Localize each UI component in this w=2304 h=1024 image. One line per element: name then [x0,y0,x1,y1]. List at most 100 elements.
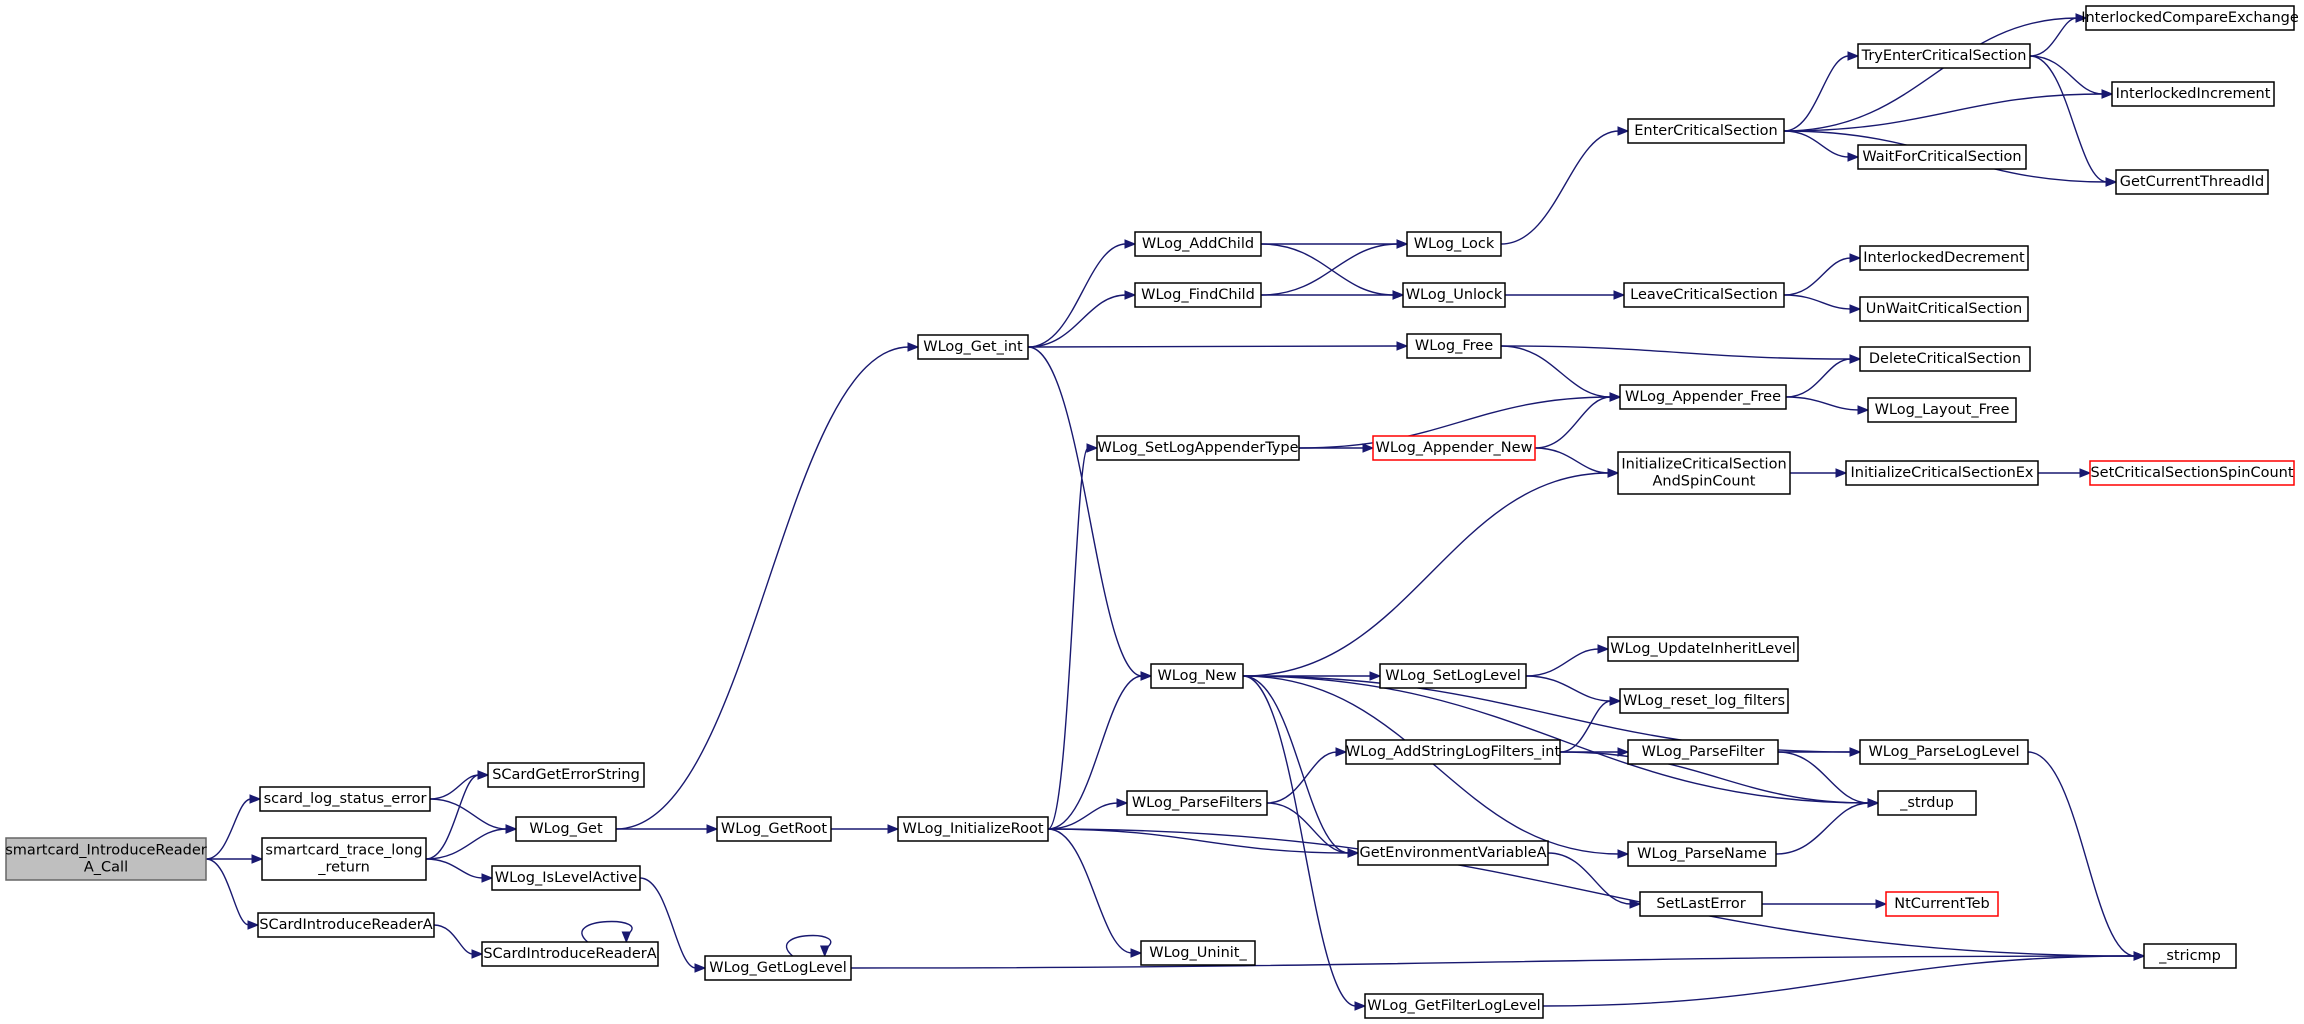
arrowhead-TryEnterCriticalSection-to-InterlockedCompareExchange [2075,13,2088,23]
node-box [2143,943,2237,969]
node-SetLastError[interactable]: SetLastError [1639,891,1763,917]
node-smartcard_trace_long_return[interactable]: smartcard_trace_long_return [261,837,427,881]
node-NtCurrentTeb[interactable]: NtCurrentTeb [1885,891,1999,917]
arrowhead-WLog_AddStringLogFilters_int-to-WLog_ParseFilter [1617,747,1630,757]
node-box [2111,81,2275,107]
arrowhead-WLog_IsLevelActive-to-WLog_GetLogLevel [694,963,707,973]
edge-TryEnterCriticalSection-to-GetCurrentThreadId [2029,55,2108,183]
node-box [481,941,659,967]
node-SetCriticalSectionSpinCount[interactable]: SetCriticalSectionSpinCount [2089,460,2295,486]
arrowhead-WLog_GetRoot-to-WLog_InitializeRoot [887,824,900,834]
node-LeaveCriticalSection[interactable]: LeaveCriticalSection [1623,282,1785,308]
node-label: SCardGetErrorString [492,767,640,783]
node-WLog_Uninit_[interactable]: WLog_Uninit_ [1140,940,1256,966]
node-label: _stricmp [2158,948,2221,964]
node-InterlockedDecrement[interactable]: InterlockedDecrement [1859,245,2029,271]
node-WaitForCriticalSection[interactable]: WaitForCriticalSection [1857,144,2027,170]
arrowhead-WLog_GetLogLevel-to-WLog_GetLogLevel [819,945,830,958]
arrowhead-WLog_ParseLogLevel-to-_stricmp [2133,951,2146,961]
node-label: WLog_New [1157,668,1236,684]
node-box [1617,451,1791,495]
node-WLog_IsLevelActive[interactable]: WLog_IsLevelActive [491,865,641,891]
node-WLog_ParseLogLevel[interactable]: WLog_ParseLogLevel [1859,739,2029,765]
node-WLog_InitializeRoot[interactable]: WLog_InitializeRoot [897,816,1049,842]
arrowhead-SCardIntroduceReaderA_2-to-SCardIntroduceReaderA_2 [621,931,632,944]
node-WLog_GetLogLevel[interactable]: WLog_GetLogLevel [704,955,852,981]
node-GetCurrentThreadId[interactable]: GetCurrentThreadId [2115,169,2269,195]
arrowhead-InitializeCriticalSectionEx-to-SetCriticalSectionSpinCount [2079,468,2092,478]
node-scard_log_status_error[interactable]: scard_log_status_error [259,786,431,812]
node-label: WLog_SetLogAppenderType [1097,440,1298,456]
edge-WLog_InitializeRoot-to-WLog_SetLogAppenderType [1047,447,1089,830]
node-GetEnvironmentVariableA[interactable]: GetEnvironmentVariableA [1357,840,1549,866]
arrowhead-WLog_New-to-WLog_GetFilterLogLevel [1354,1001,1367,1011]
node-WLog_ParseName[interactable]: WLog_ParseName [1627,841,1777,867]
node-WLog_Get_int[interactable]: WLog_Get_int [917,334,1029,360]
arrowhead-WLog_ParseFilters-to-GetEnvironmentVariableA [1347,848,1360,858]
node-WLog_GetRoot[interactable]: WLog_GetRoot [716,816,832,842]
node-EnterCriticalSection[interactable]: EnterCriticalSection [1627,118,1785,144]
node-box [1345,739,1561,765]
node-WLog_Free[interactable]: WLog_Free [1406,333,1502,359]
node-WLog_Appender_Free[interactable]: WLog_Appender_Free [1619,384,1787,410]
node-label: NtCurrentTeb [1894,896,1990,912]
node-WLog_New[interactable]: WLog_New [1150,663,1244,689]
node-InterlockedIncrement[interactable]: InterlockedIncrement [2111,81,2275,107]
node-WLog_Appender_New[interactable]: WLog_Appender_New [1372,435,1536,461]
edge-WLog_Appender_Free-to-WLog_Layout_Free [1785,396,1860,411]
edge-WLog_ParseName-to-_strdup [1775,802,1870,855]
node-UnWaitCriticalSection[interactable]: UnWaitCriticalSection [1859,296,2029,322]
node-box [259,786,431,812]
node-InterlockedCompareExchange[interactable]: InterlockedCompareExchange [2081,5,2299,31]
node-_stricmp[interactable]: _stricmp [2143,943,2237,969]
node-WLog_Unlock[interactable]: WLog_Unlock [1402,282,1506,308]
arrowhead-LeaveCriticalSection-to-InterlockedDecrement [1849,253,1862,263]
node-label: SCardIntroduceReaderA [259,917,432,933]
edge-WLog_Free-to-DeleteCriticalSection [1500,345,1852,360]
node-label: WLog_ParseFilter [1642,744,1765,760]
node-WLog_Layout_Free[interactable]: WLog_Layout_Free [1867,397,2017,423]
node-box [1134,282,1262,308]
node-label: WLog_GetFilterLogLevel [1367,998,1540,1014]
node-label: WLog_Free [1415,338,1493,354]
node-label: WLog_Appender_New [1376,440,1533,456]
node-SCardIntroduceReaderA_2[interactable]: SCardIntroduceReaderA [481,941,659,967]
node-box [1639,891,1763,917]
node-WLog_UpdateInheritLevel[interactable]: WLog_UpdateInheritLevel [1607,636,1799,662]
edge-WLog_InitializeRoot-to-WLog_ParseFilters [1047,802,1119,830]
node-WLog_AddChild[interactable]: WLog_AddChild [1134,231,1262,257]
node-WLog_ParseFilters[interactable]: WLog_ParseFilters [1126,790,1268,816]
node-WLog_GetFilterLogLevel[interactable]: WLog_GetFilterLogLevel [1364,993,1544,1019]
arrowhead-smartcard_trace_long_return-to-WLog_Get [505,824,518,834]
node-label: GetCurrentThreadId [2120,174,2264,190]
node-box [1357,840,1549,866]
node-WLog_ParseFilter[interactable]: WLog_ParseFilter [1627,739,1779,765]
node-box [491,865,641,891]
arrowhead-SCardIntroduceReaderA_1-to-SCardIntroduceReaderA_2 [471,949,484,959]
node-DeleteCriticalSection[interactable]: DeleteCriticalSection [1859,346,2031,372]
node-SCardGetErrorString[interactable]: SCardGetErrorString [487,762,645,788]
node-WLog_reset_log_filters[interactable]: WLog_reset_log_filters [1619,688,1789,714]
node-label: SCardIntroduceReaderA [483,946,656,962]
node-box [2085,5,2295,31]
node-box [1406,333,1502,359]
node-_strdup[interactable]: _strdup [1877,790,1977,816]
node-WLog_Lock[interactable]: WLog_Lock [1406,231,1502,257]
node-label: InterlockedCompareExchange [2081,10,2299,26]
node-label: WLog_reset_log_filters [1623,693,1785,709]
node-WLog_FindChild[interactable]: WLog_FindChild [1134,282,1262,308]
node-InitializeCriticalSectionEx[interactable]: InitializeCriticalSectionEx [1845,460,2039,486]
edge-WLog_New-to-GetEnvironmentVariableA [1242,675,1350,854]
node-label: DeleteCriticalSection [1869,351,2021,367]
node-label: WLog_Lock [1414,236,1495,252]
node-SCardIntroduceReaderA_1[interactable]: SCardIntroduceReaderA [257,912,435,938]
node-WLog_Get[interactable]: WLog_Get [515,816,617,842]
node-WLog_SetLogLevel[interactable]: WLog_SetLogLevel [1379,663,1527,689]
edge-smartcard_trace_long_return-to-SCardGetErrorString [425,774,480,860]
edge-SCardIntroduceReaderA_1-to-SCardIntroduceReaderA_2 [433,924,474,955]
node-TryEnterCriticalSection[interactable]: TryEnterCriticalSection [1857,43,2031,69]
node-WLog_SetLogAppenderType[interactable]: WLog_SetLogAppenderType [1096,435,1300,461]
node-WLog_AddStringLogFilters_int[interactable]: WLog_AddStringLogFilters_int [1345,739,1561,765]
